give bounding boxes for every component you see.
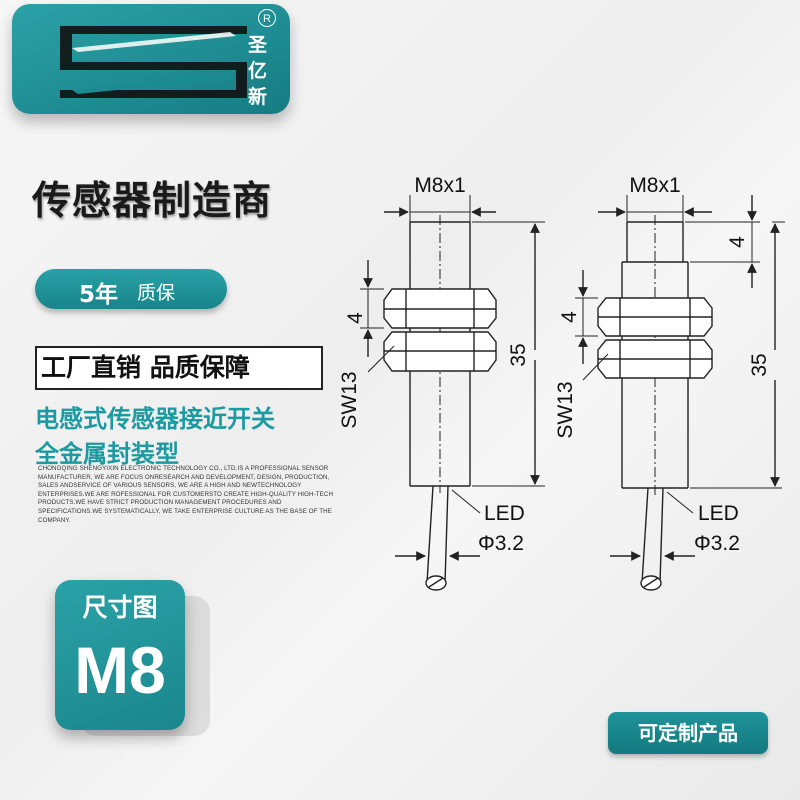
left-wrench-label: SW13 xyxy=(338,371,361,428)
warranty-years: 5年 xyxy=(79,282,119,308)
size-badge-value: M8 xyxy=(74,633,166,707)
left-led-label: LED xyxy=(484,502,525,525)
warranty-label: 质保 xyxy=(137,282,176,304)
left-sensor-drawing xyxy=(360,195,545,591)
company-description: CHONGQING SHENGYIXIN ELECTRONIC TECHNOLO… xyxy=(38,465,334,524)
brand-logo-mark xyxy=(60,26,247,98)
headline: 传感器制造商 xyxy=(32,179,273,224)
right-tip-length-label: 4 xyxy=(726,236,749,248)
right-sensor-drawing xyxy=(575,195,785,591)
promo-box: 工厂直销 品质保障 xyxy=(35,346,323,390)
right-wrench-label: SW13 xyxy=(554,381,577,438)
description-line-1: 电感式传感器接近开关 xyxy=(35,405,275,433)
right-length-label: 35 xyxy=(748,353,771,376)
warranty-badge: 5年 质保 xyxy=(35,269,227,309)
size-badge-label: 尺寸图 xyxy=(82,593,158,622)
left-length-label: 35 xyxy=(507,343,530,366)
brand-name: 圣亿新 xyxy=(248,34,268,108)
right-thread-label: M8x1 xyxy=(629,174,680,197)
right-cable-label: Φ3.2 xyxy=(694,532,740,555)
left-nut-height-label: 4 xyxy=(344,312,367,324)
right-nut-height-label: 4 xyxy=(558,311,581,323)
custom-product-badge: 可定制产品 xyxy=(608,712,768,754)
left-thread-label: M8x1 xyxy=(414,174,465,197)
right-led-label: LED xyxy=(698,502,739,525)
registered-mark: R xyxy=(258,9,276,27)
size-badge xyxy=(55,580,185,730)
description-line-2: 全金属封装型 xyxy=(35,440,179,468)
brand-logo xyxy=(12,4,290,114)
left-cable-label: Φ3.2 xyxy=(478,532,524,555)
